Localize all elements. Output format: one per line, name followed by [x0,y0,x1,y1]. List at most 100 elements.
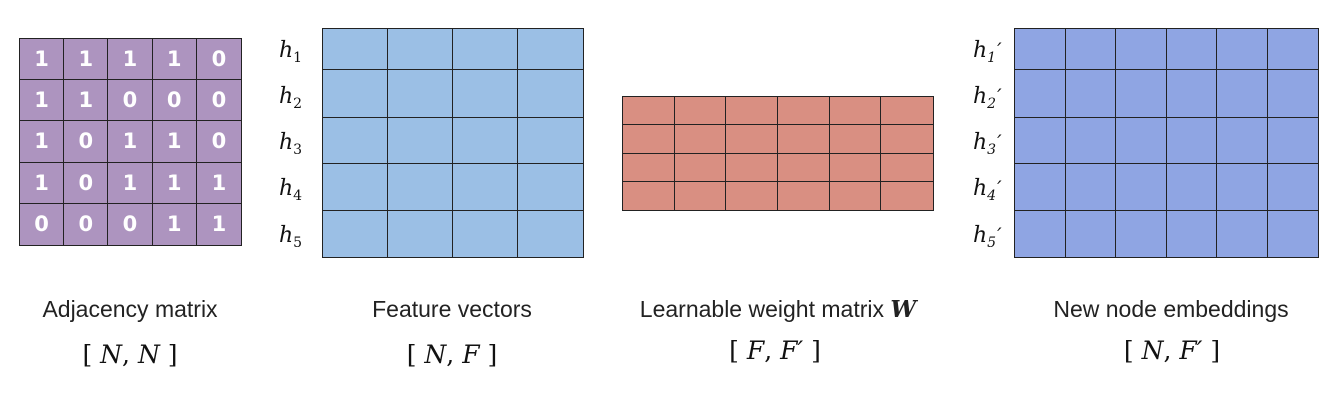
weight-cell [726,181,778,210]
row-label-prime: ′ [997,84,1002,108]
adjacency-cell: 1 [152,39,197,81]
adjacency-cell: 0 [108,203,153,245]
row-label-sub: 4 [987,188,997,204]
weight-cell [829,181,882,210]
weight-cell [829,125,882,154]
weight-cell [778,97,830,126]
row-label-base: h [279,84,294,109]
weight-cell [778,153,830,182]
embedding-cell [1015,164,1066,211]
weight-symbol: W [890,296,917,323]
weight-cell [623,97,675,126]
row-label-sub: 5 [293,235,303,251]
row-label: h4 [279,176,302,204]
weight-cell [674,153,727,182]
row-label: h4′ [973,176,1002,204]
weight-shape: [ F, F′ ] [729,336,821,365]
adjacency-cell: 0 [152,80,197,122]
embedding-cell [1217,164,1268,211]
adjacency-cell: 1 [20,39,65,81]
feature-cell [323,211,388,257]
embedding-cell [1015,70,1066,118]
row-label-base: h [279,38,294,63]
row-label-prime: ′ [997,223,1002,247]
row-label-base: h [973,176,988,201]
adjacency-cell: 0 [20,203,65,245]
feature-cell [323,118,388,164]
adjacency-shape: [ N, N ] [82,340,178,369]
embedding-cell [1267,164,1318,211]
row-label-sub: 5 [987,235,997,251]
weight-cell [881,181,933,210]
embedding-cell [1116,211,1167,257]
feature-cell [453,29,518,70]
row-label-base: h [279,176,294,201]
weight-matrix [622,96,934,211]
adjacency-cell: 1 [64,80,109,122]
row-label: h2 [279,84,302,112]
weight-cell [829,97,882,126]
embeddings-matrix [1014,28,1319,258]
feature-cell [518,118,583,164]
feature-cell [518,211,583,257]
embeddings-caption: New node embeddings [1053,296,1289,322]
weight-cell [623,153,675,182]
adjacency-cell: 0 [196,80,241,122]
row-label-base: h [279,223,294,248]
feature-cell [323,164,388,211]
row-label: h5′ [973,223,1002,251]
row-label-sub: 3 [987,142,997,158]
embedding-cell [1116,164,1167,211]
weight-cell [674,181,727,210]
feature-cell [518,164,583,211]
adjacency-cell: 1 [108,121,153,163]
adjacency-cell: 1 [196,162,241,204]
weight-caption: Learnable weight matrix W [639,296,917,323]
embedding-cell [1015,211,1066,257]
embedding-cell [1166,70,1217,118]
embedding-cell [1065,29,1116,70]
row-label: h3 [279,130,302,158]
feature-cell [388,118,453,164]
weight-cell [726,153,778,182]
weight-cell [623,181,675,210]
features-caption: Feature vectors [372,296,532,322]
weight-cell [726,125,778,154]
embedding-cell [1217,118,1268,164]
feature-cell [518,29,583,70]
row-label-prime: ′ [997,130,1002,154]
weight-cell [726,97,778,126]
row-label: h3′ [973,130,1002,158]
weight-cell [778,181,830,210]
adjacency-cell: 1 [152,203,197,245]
embedding-cell [1065,164,1116,211]
adjacency-cell: 1 [108,39,153,81]
row-label-sub: 4 [293,188,303,204]
row-label-prime: ′ [997,38,1002,62]
embedding-cell [1267,29,1318,70]
row-label-base: h [973,130,988,155]
embedding-cell [1217,29,1268,70]
adjacency-cell: 0 [64,121,109,163]
adjacency-cell: 0 [196,121,241,163]
feature-cell [323,29,388,70]
adjacency-cell: 1 [196,203,241,245]
adjacency-cell: 1 [152,121,197,163]
feature-cell [388,211,453,257]
row-label-sub: 1 [293,50,303,66]
row-label: h1 [279,38,302,66]
embedding-cell [1267,211,1318,257]
embedding-cell [1217,211,1268,257]
weight-cell [881,153,933,182]
adjacency-cell: 1 [20,121,65,163]
adjacency-cell: 1 [20,162,65,204]
embedding-cell [1116,70,1167,118]
embedding-cell [1267,70,1318,118]
embedding-cell [1217,70,1268,118]
adjacency-cell: 0 [196,39,241,81]
weight-cell [674,125,727,154]
adjacency-cell: 1 [64,39,109,81]
feature-cell [453,211,518,257]
embedding-cell [1065,211,1116,257]
